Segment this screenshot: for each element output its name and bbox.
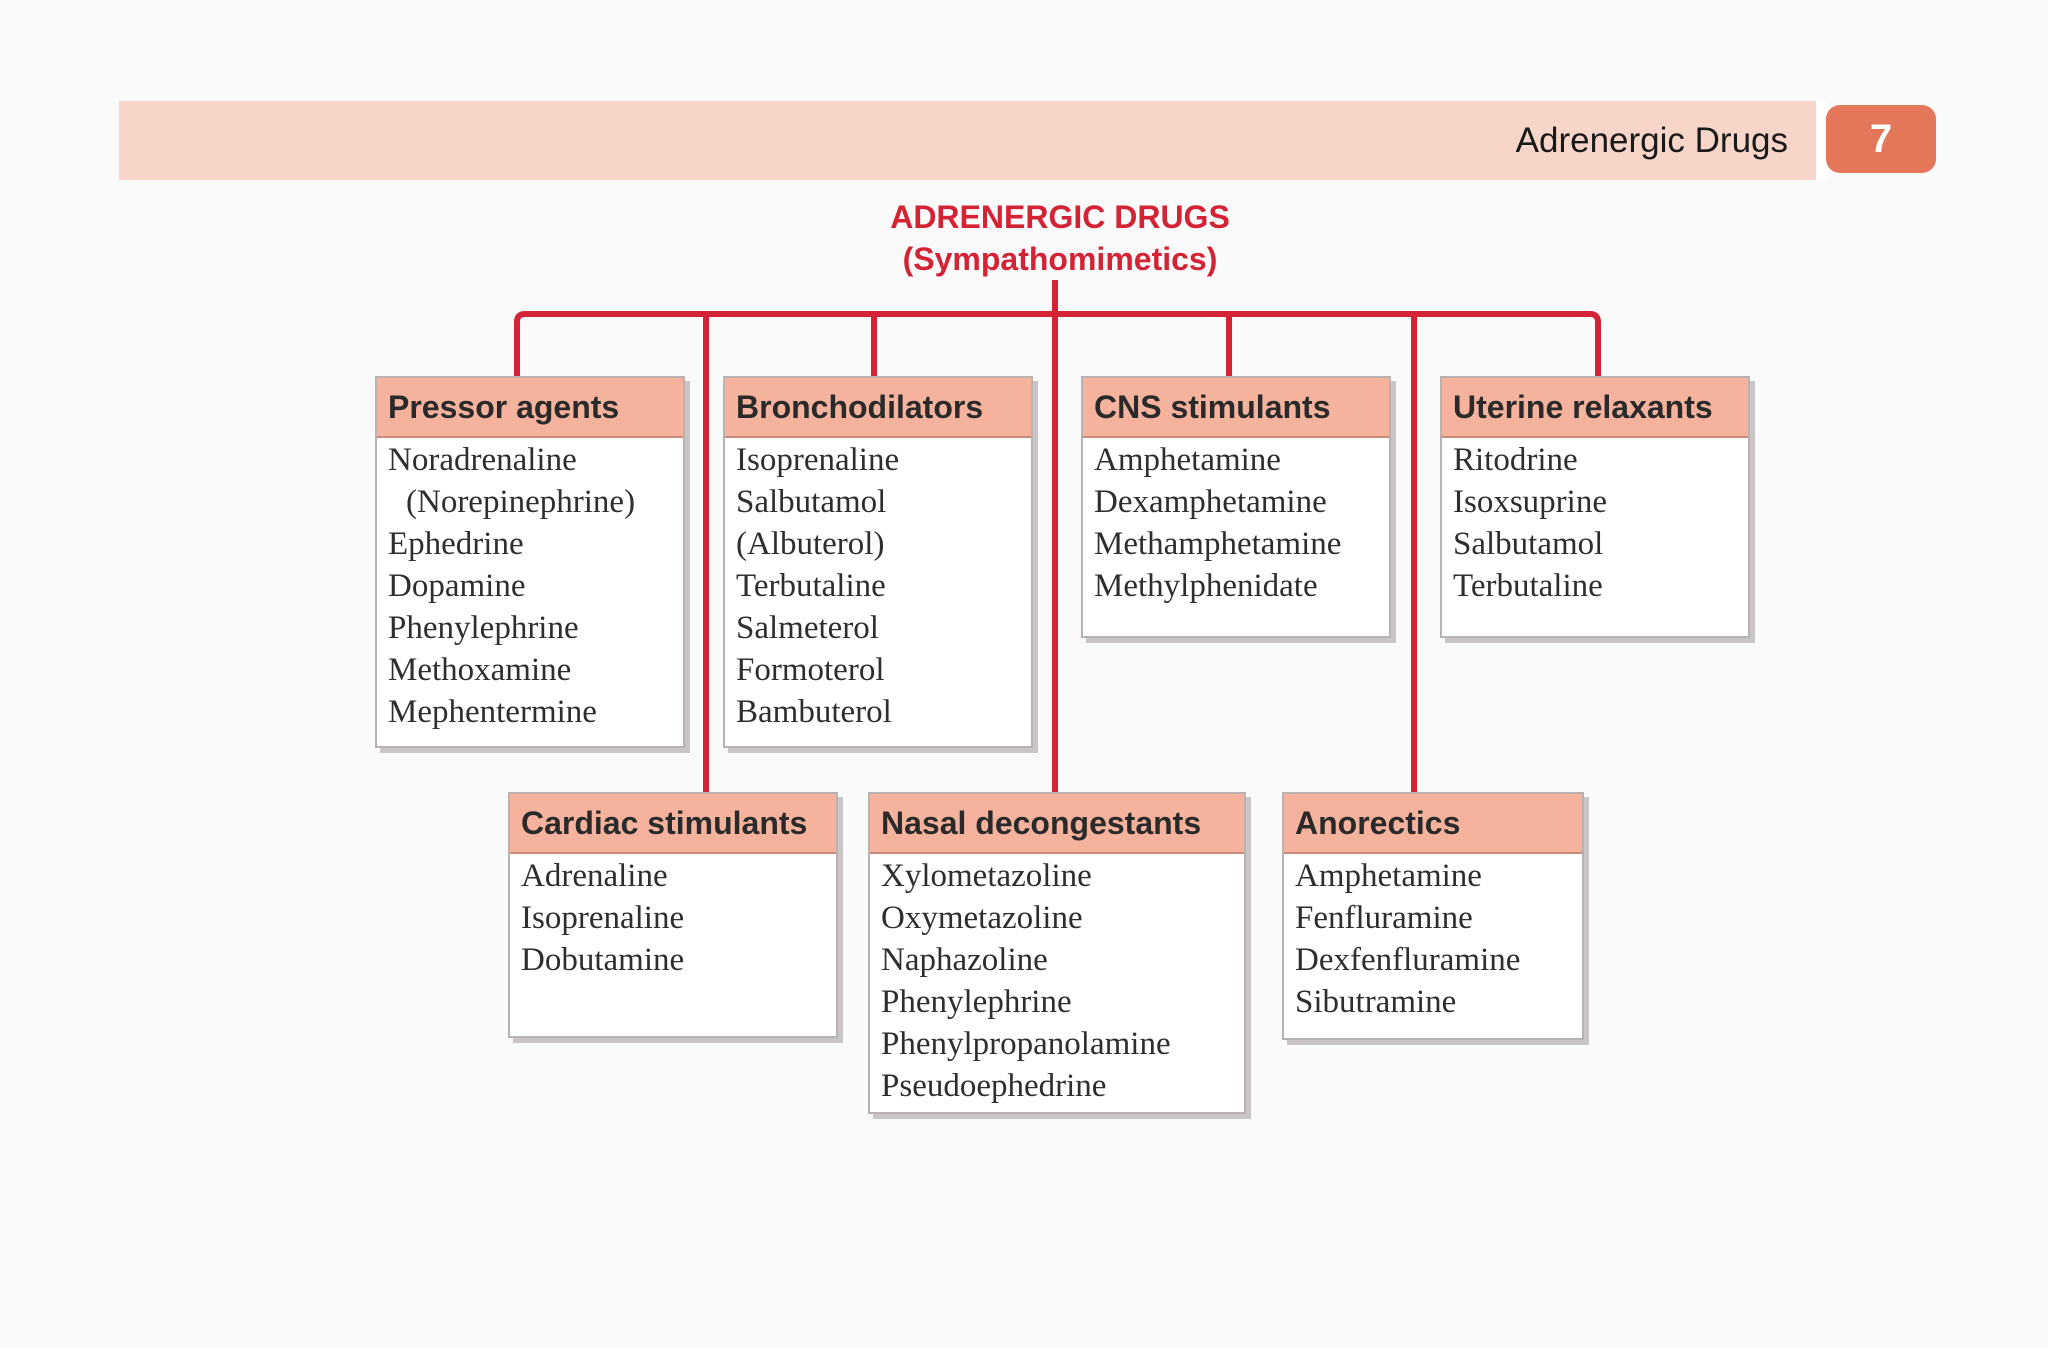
- drug-list: Noradrenaline (Norepinephrine) Ephedrine…: [377, 438, 683, 733]
- category-box-uterine-relaxants: Uterine relaxants Ritodrine Isoxsuprine …: [1440, 376, 1750, 638]
- drug-item: (Albuterol): [736, 526, 885, 562]
- page-number-badge: 7: [1826, 105, 1936, 173]
- drug-item: Isoxsuprine: [1453, 484, 1607, 520]
- category-title: CNS stimulants: [1083, 378, 1389, 438]
- drug-item: Phenylpropanolamine: [881, 1026, 1171, 1062]
- drug-item: Noradrenaline: [388, 442, 577, 478]
- drug-item: Bambuterol: [736, 694, 892, 730]
- drug-item: Ephedrine: [388, 526, 524, 562]
- drug-item: (Norepinephrine): [406, 484, 636, 520]
- drug-item: Methamphetamine: [1094, 526, 1342, 562]
- drug-item: Terbutaline: [1453, 568, 1603, 604]
- drug-item: Xylometazoline: [881, 858, 1092, 894]
- drug-item: Adrenaline: [521, 858, 668, 894]
- drug-item: Salmeterol: [736, 610, 879, 646]
- drug-item: Mephentermine: [388, 694, 597, 730]
- category-title: Bronchodilators: [725, 378, 1031, 438]
- drug-list: Xylometazoline Oxymetazoline Naphazoline…: [870, 854, 1244, 1107]
- drug-item: Pseudoephedrine: [881, 1068, 1107, 1104]
- section-title: Adrenergic Drugs: [1515, 121, 1788, 160]
- drug-item: Naphazoline: [881, 942, 1048, 978]
- category-box-nasal-decongestants: Nasal decongestants Xylometazoline Oxyme…: [868, 792, 1246, 1114]
- drug-item: Dexamphetamine: [1094, 484, 1327, 520]
- category-title: Pressor agents: [377, 378, 683, 438]
- header-band: [119, 101, 1825, 180]
- drug-item: Oxymetazoline: [881, 900, 1083, 936]
- diagram-title-sub: (Sympathomimetics): [902, 241, 1218, 277]
- drug-item: Ritodrine: [1453, 442, 1578, 478]
- drug-item: Methylphenidate: [1094, 568, 1318, 604]
- drug-item: Dopamine: [388, 568, 526, 604]
- drug-item: Amphetamine: [1094, 442, 1281, 478]
- drug-item: Fenfluramine: [1295, 900, 1473, 936]
- drug-item: Phenylephrine: [881, 984, 1072, 1020]
- drug-item: Isoprenaline: [736, 442, 900, 478]
- category-title: Cardiac stimulants: [510, 794, 836, 854]
- category-title: Nasal decongestants: [870, 794, 1244, 854]
- drug-item: Dexfenfluramine: [1295, 942, 1521, 978]
- drug-list: Amphetamine Dexamphetamine Methamphetami…: [1083, 438, 1389, 607]
- drug-item: Phenylephrine: [388, 610, 579, 646]
- category-box-cns-stimulants: CNS stimulants Amphetamine Dexamphetamin…: [1081, 376, 1391, 638]
- drug-list: Isoprenaline Salbutamol (Albuterol) Terb…: [725, 438, 1031, 733]
- category-box-cardiac-stimulants: Cardiac stimulants Adrenaline Isoprenali…: [508, 792, 838, 1038]
- diagram-title-main: ADRENERGIC DRUGS: [890, 199, 1230, 235]
- drug-item: Amphetamine: [1295, 858, 1482, 894]
- category-box-pressor-agents: Pressor agents Noradrenaline (Norepineph…: [375, 376, 685, 748]
- category-box-anorectics: Anorectics Amphetamine Fenfluramine Dexf…: [1282, 792, 1584, 1040]
- drug-item: Salbutamol: [736, 484, 887, 520]
- drug-list: Adrenaline Isoprenaline Dobutamine: [510, 854, 836, 981]
- drug-list: Amphetamine Fenfluramine Dexfenfluramine…: [1284, 854, 1582, 1023]
- diagram-title: ADRENERGIC DRUGS (Sympathomimetics): [800, 196, 1320, 280]
- drug-item: Formoterol: [736, 652, 885, 688]
- drug-item: Methoxamine: [388, 652, 572, 688]
- header-divider: [1816, 101, 1828, 180]
- drug-item: Salbutamol: [1453, 526, 1604, 562]
- drug-item: Terbutaline: [736, 568, 886, 604]
- drug-item: Sibutramine: [1295, 984, 1457, 1020]
- drug-list: Ritodrine Isoxsuprine Salbutamol Terbuta…: [1442, 438, 1748, 607]
- category-title: Anorectics: [1284, 794, 1582, 854]
- drug-item: Dobutamine: [521, 942, 685, 978]
- category-box-bronchodilators: Bronchodilators Isoprenaline Salbutamol …: [723, 376, 1033, 748]
- drug-item: Isoprenaline: [521, 900, 685, 936]
- category-title: Uterine relaxants: [1442, 378, 1748, 438]
